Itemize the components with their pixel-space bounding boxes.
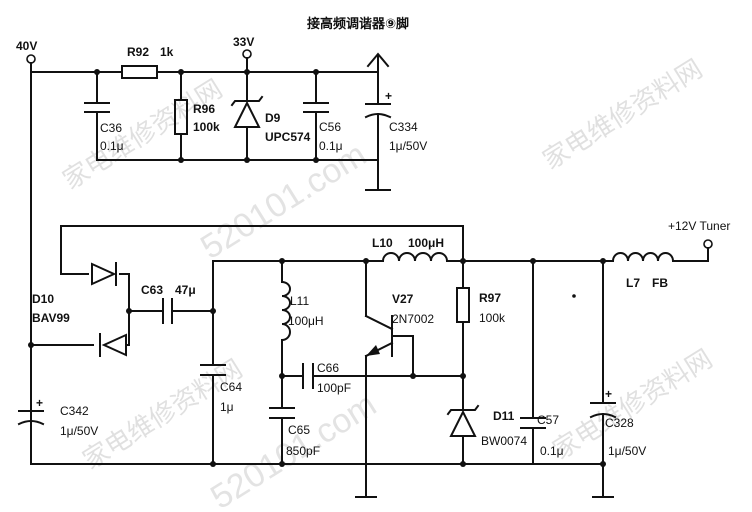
resistor-r96: R96 100k: [174, 99, 220, 135]
junction-dots-bottom: [28, 258, 606, 467]
c36-value: 0.1μ: [100, 139, 124, 153]
capacitor-c342: + C342 1μ/50V: [17, 396, 98, 438]
l7-value: FB: [652, 276, 668, 290]
c328-ref: C328: [605, 416, 634, 430]
capacitor-c66: C66 100pF: [302, 361, 351, 395]
capacitor-c56: C56 0.1μ: [303, 102, 343, 153]
c57-value: 0.1μ: [540, 444, 564, 458]
c64-value: 1μ: [220, 400, 234, 414]
l11-value: 100μH: [288, 314, 324, 328]
d10-value: BAV99: [32, 311, 70, 325]
c334-polarity: +: [385, 89, 392, 103]
terminal-12v-tuner: [703, 239, 713, 249]
arrow-up-icon: [366, 52, 390, 73]
r96-ref: R96: [193, 102, 215, 116]
c328-polarity: +: [605, 387, 612, 401]
d9-ref: D9: [265, 111, 281, 125]
terminal-40v: [26, 54, 36, 64]
r97-value: 100k: [479, 311, 506, 325]
d11-value: BW0074: [481, 434, 527, 448]
d10-ref: D10: [32, 292, 54, 306]
net-label-40v: 40V: [16, 39, 37, 53]
watermark-number: 520101.com: [194, 135, 373, 266]
c342-value: 1μ/50V: [60, 424, 98, 438]
c328-value: 1μ/50V: [608, 444, 646, 458]
capacitor-c328: + C328 1μ/50V: [589, 387, 646, 458]
inductor-l10: L10 100μH: [372, 236, 449, 263]
watermark-text: 家电维修资料网: [58, 74, 228, 196]
c57-ref: C57: [537, 413, 559, 427]
net-label-33v: 33V: [233, 35, 254, 49]
zener-diode-d11: D11 BW0074: [446, 404, 527, 448]
tuner-pin-label: 接高频调谐器⑨脚: [307, 16, 409, 32]
c66-value: 100pF: [317, 381, 351, 395]
c36-ref: C36: [100, 121, 122, 135]
c334-ref: C334: [389, 120, 418, 134]
resistor-r92: R92 1k: [121, 45, 174, 79]
capacitor-c57: C57 0.1μ: [520, 413, 564, 458]
capacitor-c334: + C334 1μ/50V: [364, 89, 427, 153]
c63-value: 47μ: [175, 283, 196, 297]
capacitor-c65: C65 850pF: [269, 407, 320, 458]
c63-ref: C63: [141, 283, 163, 297]
c342-polarity: +: [36, 396, 43, 410]
diode-d10: D10 BAV99: [32, 262, 127, 357]
c56-ref: C56: [319, 120, 341, 134]
l11-ref: L11: [290, 294, 309, 308]
c56-value: 0.1μ: [319, 139, 343, 153]
r92-ref: R92: [127, 45, 149, 59]
bottom-wires: [30, 225, 709, 498]
c64-ref: C64: [220, 380, 242, 394]
l7-ref: L7: [626, 276, 640, 290]
terminal-33v: [242, 49, 252, 59]
inductor-l11: L11 100μH: [280, 280, 324, 342]
l10-value: 100μH: [408, 236, 444, 250]
resistor-r97: R97 100k: [456, 287, 506, 325]
v27-ref: V27: [392, 292, 414, 306]
junction-dots-top: [94, 69, 319, 163]
r97-ref: R97: [479, 291, 501, 305]
d11-ref: D11: [493, 409, 515, 423]
c334-value: 1μ/50V: [389, 139, 427, 153]
v27-value: 2N7002: [392, 312, 434, 326]
c65-value: 850pF: [286, 444, 320, 458]
l10-ref: L10: [372, 236, 393, 250]
d9-value: UPC574: [265, 130, 311, 144]
net-label-12v-tuner: +12V Tuner: [668, 219, 730, 233]
c65-ref: C65: [288, 423, 310, 437]
r92-value: 1k: [160, 45, 174, 59]
capacitor-c63: C63 47μ: [141, 283, 196, 324]
r96-value: 100k: [193, 120, 220, 134]
c342-ref: C342: [60, 404, 89, 418]
inductor-l7: L7 FB: [611, 252, 675, 290]
zener-diode-d9: D9 UPC574: [230, 95, 311, 144]
capacitor-c64: C64 1μ: [200, 364, 242, 414]
c66-ref: C66: [317, 361, 339, 375]
watermark-text: 家电维修资料网: [78, 354, 248, 476]
capacitor-c36: C36 0.1μ: [84, 102, 124, 153]
watermark-text: 家电维修资料网: [538, 54, 708, 176]
transistor-v27: V27 2N7002: [364, 292, 434, 358]
